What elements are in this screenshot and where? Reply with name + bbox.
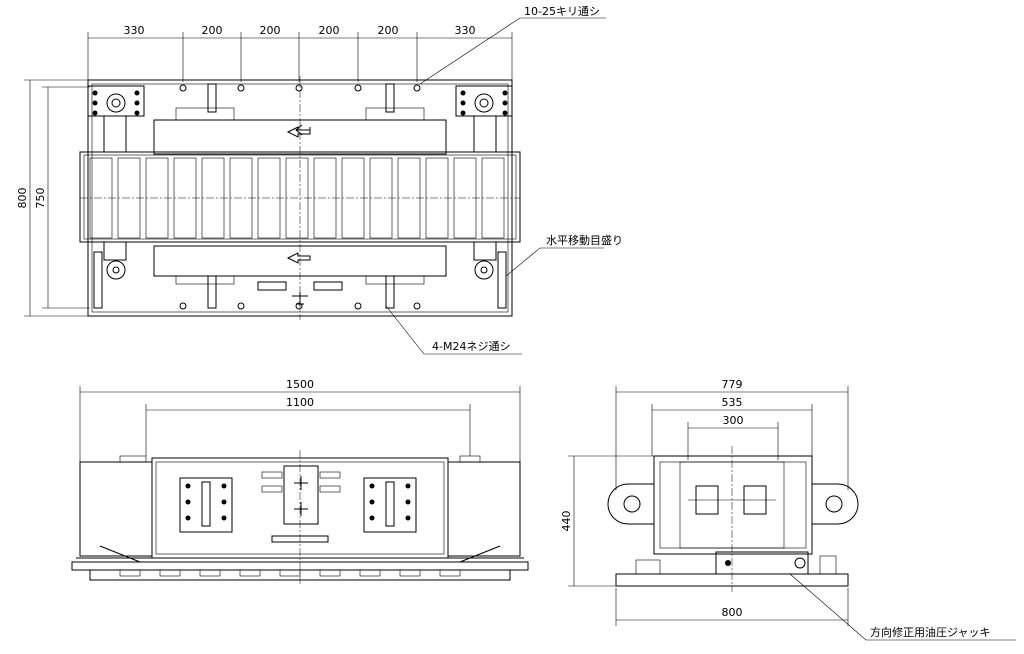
mounting-holes [179, 84, 421, 310]
dim-200-a: 200 [202, 24, 223, 37]
side-view: 779 535 300 440 [560, 378, 1016, 641]
dim-1500: 1500 [286, 378, 314, 391]
dim-535: 535 [722, 396, 743, 409]
bolt-grid-right [460, 90, 508, 116]
dim-750-height: 750 [34, 188, 47, 209]
dim-800-bottom: 800 [722, 606, 743, 619]
dim-300: 300 [723, 414, 744, 427]
dim-200-b: 200 [260, 24, 281, 37]
note-thread: 4-M24ネジ通シ [432, 340, 510, 353]
dim-200-c: 200 [319, 24, 340, 37]
dim-440: 440 [560, 511, 573, 532]
base-cells [119, 569, 461, 577]
note-holes: 10-25キリ通シ [524, 5, 600, 18]
plan-view: 330 200 200 200 200 330 800 750 [16, 5, 623, 355]
dim-1100: 1100 [286, 396, 314, 409]
dim-800-height: 800 [16, 188, 29, 209]
note-scale: 水平移動目盛り [546, 233, 623, 247]
dim-330-left: 330 [124, 24, 145, 37]
note-jack: 方向修正用油圧ジャッキ [870, 625, 990, 639]
dim-779: 779 [722, 378, 743, 391]
front-view: 1500 1100 [71, 378, 529, 586]
bolt-grid-left [92, 90, 140, 116]
dim-200-d: 200 [378, 24, 399, 37]
dim-330-right: 330 [455, 24, 476, 37]
